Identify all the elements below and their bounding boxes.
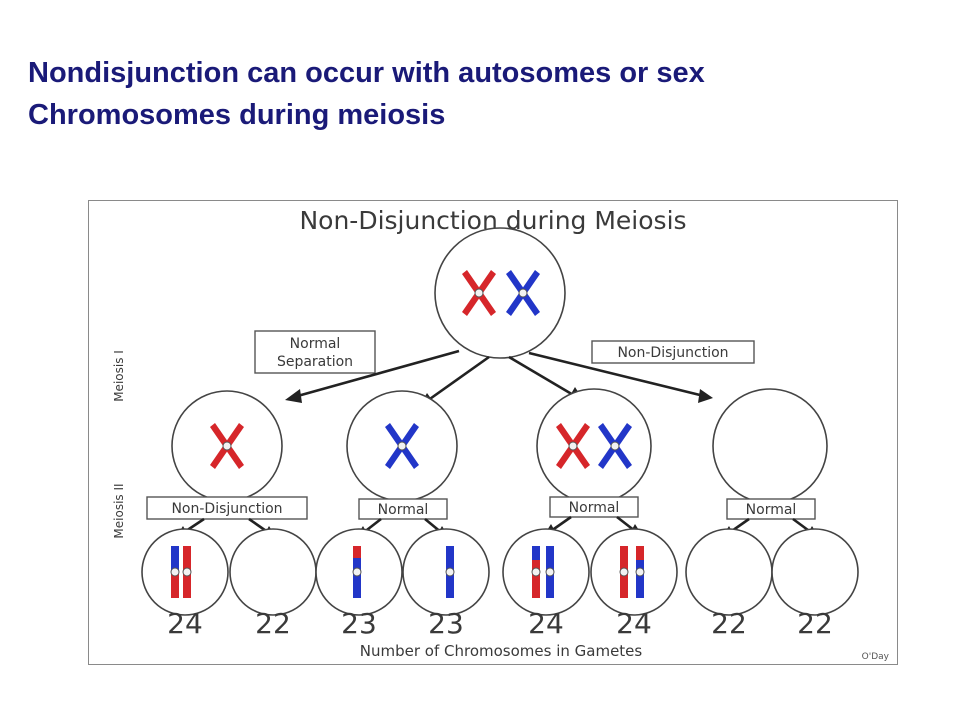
m1-cell-2-chromosome [385,423,419,469]
normal-separation-box [254,330,376,374]
gamete-6 [590,528,678,616]
meiosis-2-label: Meiosis II [112,483,126,538]
non-disjunction-box [146,496,308,520]
gamete-7-empty [685,528,773,616]
gamete-3-chromosome [352,546,362,598]
gametes-axis-label: Number of Chromosomes in Gametes [360,642,643,660]
gamete-4-chromosome [445,546,455,598]
gamete-4-count: 23 [428,607,464,640]
gamete-5-count: 24 [528,607,564,640]
normal-label-1: Normal [378,502,429,518]
m1-cell-3-chromosome-red [556,423,590,469]
non-disjunction-top-label: Non-Disjunction [617,345,728,361]
m1-cell-3-chromosome-blue [598,423,632,469]
meiosis-diagram: Non-Disjunction during Meiosis Meiosis I… [88,200,898,665]
normal-label-3: Normal [746,502,797,518]
gamete-5-chromosome-b [545,546,555,598]
normal-separation-label-2: Separation [277,354,353,370]
parent-chromosome-blue [506,270,540,316]
normal-box-2 [549,496,639,518]
parent-chromosome-red [462,270,496,316]
non-disjunction-label: Non-Disjunction [171,501,282,517]
gamete-8-count: 22 [797,607,833,640]
gamete-3-count: 23 [341,607,377,640]
gamete-2-empty [229,528,317,616]
m1-cell-1-chromosome [210,423,244,469]
slide-title-line-2: Chromosomes during meiosis [28,99,446,131]
gamete-8-empty [771,528,859,616]
normal-box-3 [726,498,816,520]
normal-box-1 [358,498,448,520]
meiosis-1-label: Meiosis I [112,350,126,402]
normal-label-2: Normal [569,500,620,516]
gamete-6-count: 24 [616,607,652,640]
normal-separation-label-1: Normal [290,336,341,352]
credit: O'Day [862,652,890,662]
gamete-1-count: 24 [167,607,203,640]
gamete-1-chromosome-b [182,546,192,598]
gamete-6-chromosome-a [619,546,629,598]
gamete-1-chromosome-a [170,546,180,598]
m1-cell-4-empty [712,388,828,504]
gamete-6-chromosome-b [635,546,645,598]
m1-cell-3 [536,388,652,504]
diagram-canvas: Non-Disjunction during Meiosis Meiosis I… [112,206,890,662]
gamete-5-chromosome-a [531,546,541,598]
slide-title: Nondisjunction can occur with autosomes … [28,52,928,136]
gamete-7-count: 22 [711,607,747,640]
parent-cell [434,227,566,359]
gamete-2-count: 22 [255,607,291,640]
non-disjunction-top-box [591,340,755,364]
slide-title-line-1: Nondisjunction can occur with autosomes … [28,57,705,89]
